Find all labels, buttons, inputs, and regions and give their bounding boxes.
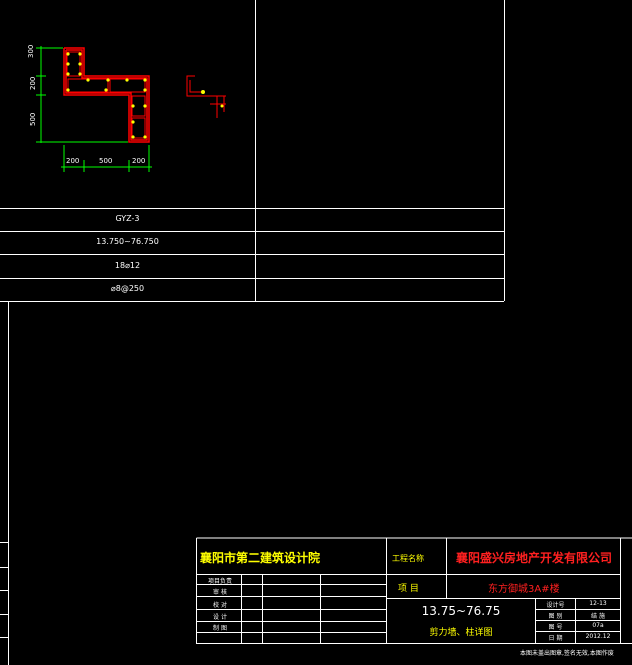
sign-row-design: 设 计 xyxy=(213,614,227,621)
info-value-design-no: 12-13 xyxy=(589,600,607,607)
schedule-cell-elevation[interactable]: 13.750~76.750 xyxy=(96,237,159,246)
info-value-drawing-no: 07a xyxy=(592,622,604,629)
dim-bottom-200b: 200 xyxy=(132,157,146,165)
info-value-category: 结 施 xyxy=(591,613,605,620)
schedule-cell-stirrups[interactable]: ⌀8@250 xyxy=(110,284,145,293)
schedule-cell-name[interactable]: GYZ-3 xyxy=(115,214,140,223)
drawing-title-name: 剪力墙、柱详图 xyxy=(429,628,493,638)
sign-row-draft: 制 图 xyxy=(213,625,227,632)
title-block-footnote: 本图未盖出图章,签名无效,本图作废 xyxy=(520,650,614,657)
column-section-detail[interactable] xyxy=(36,46,152,172)
schedule-table xyxy=(0,0,505,665)
sign-row-review: 审 核 xyxy=(213,589,227,596)
dim-bottom-500: 500 xyxy=(99,157,113,165)
tie-hook-detail[interactable] xyxy=(186,75,226,118)
dim-left-200: 200 xyxy=(29,76,37,90)
schedule-cell-longitudinal-rebar[interactable]: 18⌀12 xyxy=(114,261,141,270)
item-value: 东方御城3A#楼 xyxy=(488,584,560,595)
dim-left-300: 300 xyxy=(27,44,35,58)
info-label-date: 日 期 xyxy=(548,635,563,642)
left-margin-ticks xyxy=(0,542,8,638)
info-label-category: 图 别 xyxy=(548,613,563,620)
item-label: 项 目 xyxy=(398,584,419,594)
info-label-drawing-no: 图 号 xyxy=(548,624,563,631)
project-label: 工程名称 xyxy=(392,554,424,563)
title-block xyxy=(196,537,632,644)
sign-row-check: 校 对 xyxy=(213,602,227,609)
rebar-markers xyxy=(66,52,147,139)
dim-bottom-200a: 200 xyxy=(66,157,80,165)
sign-row-project-lead: 项目负责 xyxy=(207,578,232,585)
project-value: 襄阳盛兴房地产开发有限公司 xyxy=(456,551,613,565)
info-label-design-no: 设计号 xyxy=(546,602,565,609)
drawing-title-elevation: 13.75~76.75 xyxy=(421,604,501,618)
wall-outline xyxy=(63,47,150,143)
info-value-date: 2012.12 xyxy=(585,633,611,640)
design-institute-name: 襄阳市第二建筑设计院 xyxy=(200,551,321,565)
dimension-lines xyxy=(36,46,152,172)
dim-left-500: 500 xyxy=(29,112,37,126)
